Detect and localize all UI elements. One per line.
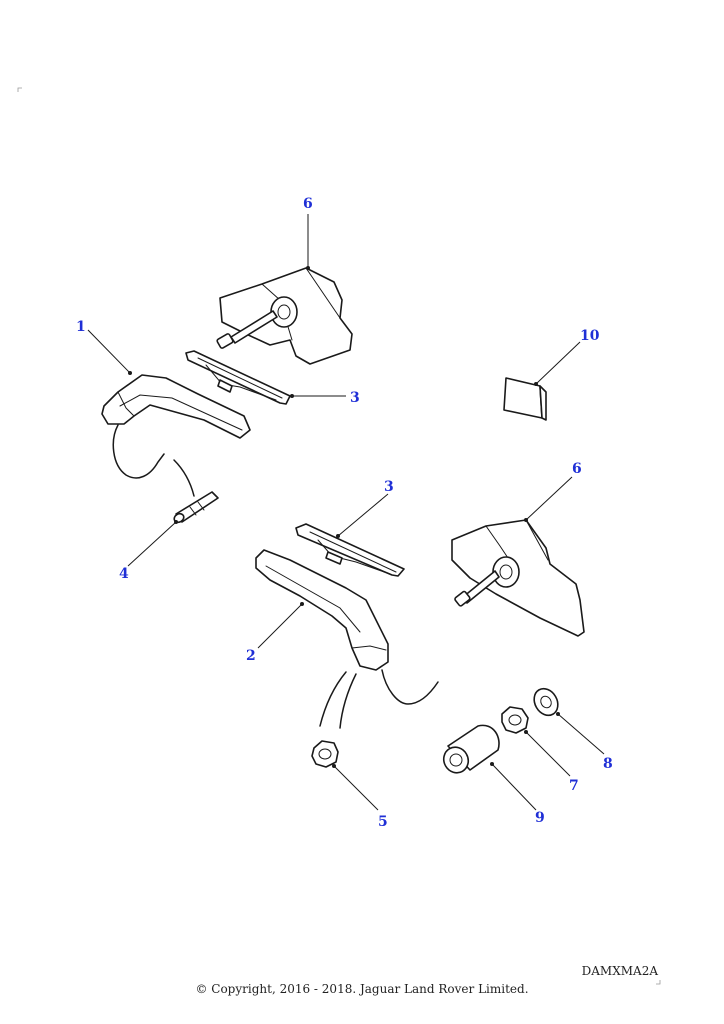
callout-6-lower[interactable]: 6 <box>572 461 582 477</box>
diagram-reference-code: DAMXMA2A <box>581 964 658 978</box>
part-1-wiper-hose <box>112 424 165 479</box>
part-6-upper-wiper-motor[interactable] <box>216 267 353 365</box>
hose-routing-line-lower-b <box>339 673 357 729</box>
part-3-lower-wiper-blade[interactable] <box>295 523 405 577</box>
callout-3-upper[interactable]: 3 <box>350 390 360 406</box>
callout-2[interactable]: 2 <box>246 648 256 664</box>
leader-lines <box>87 214 605 811</box>
corner-mark-bottom-right <box>656 980 661 985</box>
hose-routing-line-upper <box>173 459 195 497</box>
copyright-notice: © Copyright, 2016 - 2018. Jaguar Land Ro… <box>195 982 529 996</box>
part-1-wiper-arm[interactable] <box>101 374 251 439</box>
callout-6-upper[interactable]: 6 <box>303 196 313 212</box>
part-7-nut[interactable] <box>501 706 529 734</box>
part-4-hose-connector[interactable] <box>173 491 219 524</box>
callout-10[interactable]: 10 <box>580 328 600 344</box>
part-6-lower-wiper-motor[interactable] <box>451 519 585 637</box>
part-10-cover-cap[interactable] <box>503 377 547 421</box>
hose-routing-line-lower-a <box>319 671 347 727</box>
part-8-washer[interactable] <box>529 684 562 719</box>
callout-8[interactable]: 8 <box>603 756 613 772</box>
part-2-wiper-hose <box>381 669 439 705</box>
part-5-nut[interactable] <box>311 740 339 768</box>
part-2-wiper-arm[interactable] <box>255 549 389 671</box>
callout-5[interactable]: 5 <box>378 814 388 830</box>
callout-1[interactable]: 1 <box>76 319 86 335</box>
callout-4[interactable]: 4 <box>119 566 129 582</box>
callout-7[interactable]: 7 <box>569 778 579 794</box>
part-3-upper-wiper-blade[interactable] <box>185 350 291 405</box>
part-9-grommet[interactable] <box>439 724 500 777</box>
corner-mark-top-left <box>17 87 22 92</box>
callout-9[interactable]: 9 <box>535 810 545 826</box>
callout-3-lower[interactable]: 3 <box>384 479 394 495</box>
